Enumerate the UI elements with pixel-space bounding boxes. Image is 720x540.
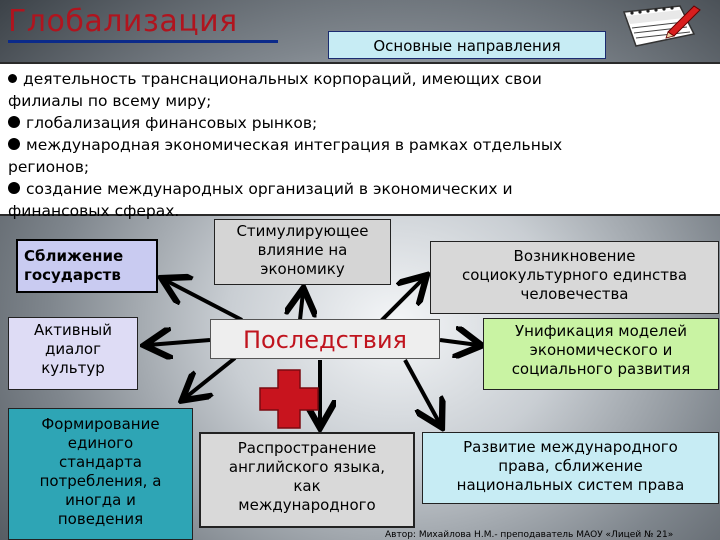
box-line: Распространение — [237, 439, 377, 457]
box-line: экономику — [260, 260, 345, 278]
box-line: национальных систем права — [456, 476, 685, 494]
box-line: права, сближение — [498, 457, 643, 475]
bullet-item-cont: филиалы по всему миру; — [8, 92, 212, 110]
bullet-item: международная экономическая интеграция в… — [8, 134, 714, 156]
box-line: Активный — [33, 321, 113, 339]
arrow-to-rapprochement — [165, 280, 243, 322]
box-stimulating: Стимулирующее влияние на экономику — [214, 219, 391, 285]
box-emergence: Возникновение социокультурного единства … — [430, 241, 719, 314]
arrow-to-unification — [439, 340, 478, 345]
bullet-item-cont: финансовых сферах. — [8, 202, 180, 220]
bullet-dot-icon — [8, 182, 20, 194]
box-line: государств — [24, 266, 121, 284]
box-law: Развитие международного права, сближение… — [422, 432, 719, 504]
arrow-to-law — [403, 359, 440, 424]
notepad-pencil-icon — [622, 5, 701, 47]
box-standard: Формирование единого стандарта потреблен… — [8, 408, 193, 540]
box-line: как — [293, 477, 321, 495]
box-line: международного — [238, 496, 376, 514]
box-line: Сближение — [24, 247, 124, 265]
red-cross-icon — [259, 369, 319, 429]
box-english: Распространение английского языка, как м… — [199, 432, 415, 528]
box-line: диалог — [45, 340, 101, 358]
bullet-item: создание международных организаций в эко… — [8, 178, 714, 200]
box-line: влияние на — [257, 241, 348, 259]
author-credit: Автор: Михайлова Н.М.- преподаватель МАО… — [385, 530, 674, 540]
box-line: культур — [41, 359, 105, 377]
arrow-to-dialogue — [148, 340, 211, 345]
box-line: Развитие международного — [463, 438, 678, 456]
box-line: потребления, а — [39, 472, 162, 490]
box-dialogue: Активный диалог культур — [8, 317, 138, 390]
box-line: иногда и — [65, 491, 136, 509]
bullet-dot-icon — [8, 138, 20, 150]
bullet-dot-icon — [8, 116, 20, 128]
bullet-item: деятельность транснациональных корпораци… — [8, 68, 714, 90]
arrow-to-standard — [185, 356, 237, 398]
box-line: экономического и — [529, 341, 673, 359]
bullet-dot-icon — [8, 74, 17, 83]
arrow-to-stimulating — [300, 292, 303, 321]
box-line: социального развития — [511, 360, 691, 378]
bullets-panel: деятельность транснациональных корпораци… — [0, 62, 720, 220]
bullet-item: глобализация финансовых рынков; — [8, 112, 714, 134]
box-unification: Унификация моделей экономического и соци… — [483, 318, 719, 390]
box-line: стандарта — [59, 453, 142, 471]
box-line: человечества — [520, 285, 629, 303]
box-line: поведения — [57, 510, 144, 528]
box-line: английского языка, — [228, 458, 386, 476]
page-title: Глобализация — [8, 4, 238, 39]
box-line: Унификация моделей — [515, 322, 687, 340]
box-line: социокультурного единства — [461, 266, 688, 284]
center-consequences: Последствия — [210, 319, 440, 359]
directions-label: Основные направления — [328, 31, 606, 59]
box-line: Формирование — [41, 415, 160, 433]
box-line: Возникновение — [513, 247, 636, 265]
box-line: единого — [67, 434, 134, 452]
box-line: Стимулирующее — [236, 222, 369, 240]
box-rapprochement: Сближение государств — [16, 239, 158, 293]
title-underline — [8, 40, 278, 43]
bullet-item-cont: регионов; — [8, 158, 90, 176]
